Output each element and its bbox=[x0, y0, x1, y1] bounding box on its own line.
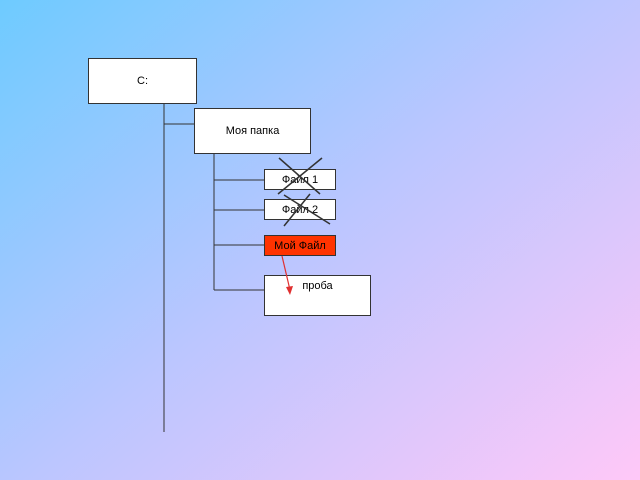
file-1-cross-mark bbox=[277, 157, 323, 195]
my-file-label: Мой Файл bbox=[274, 239, 326, 252]
file-2-label: Файл 2 bbox=[281, 203, 319, 216]
file-node-2[interactable]: Файл 2 bbox=[264, 199, 336, 220]
root-label: C: bbox=[137, 75, 148, 87]
root-node[interactable]: C: bbox=[88, 58, 197, 104]
proba-node[interactable]: проба bbox=[264, 275, 371, 316]
move-arrow bbox=[281, 255, 293, 295]
proba-label: проба bbox=[302, 280, 333, 292]
folder-node[interactable]: Моя папка bbox=[194, 108, 311, 154]
folder-label: Моя папка bbox=[225, 125, 280, 137]
file-2-cross-mark bbox=[283, 193, 331, 227]
my-file-node[interactable]: Мой Файл bbox=[264, 235, 336, 256]
